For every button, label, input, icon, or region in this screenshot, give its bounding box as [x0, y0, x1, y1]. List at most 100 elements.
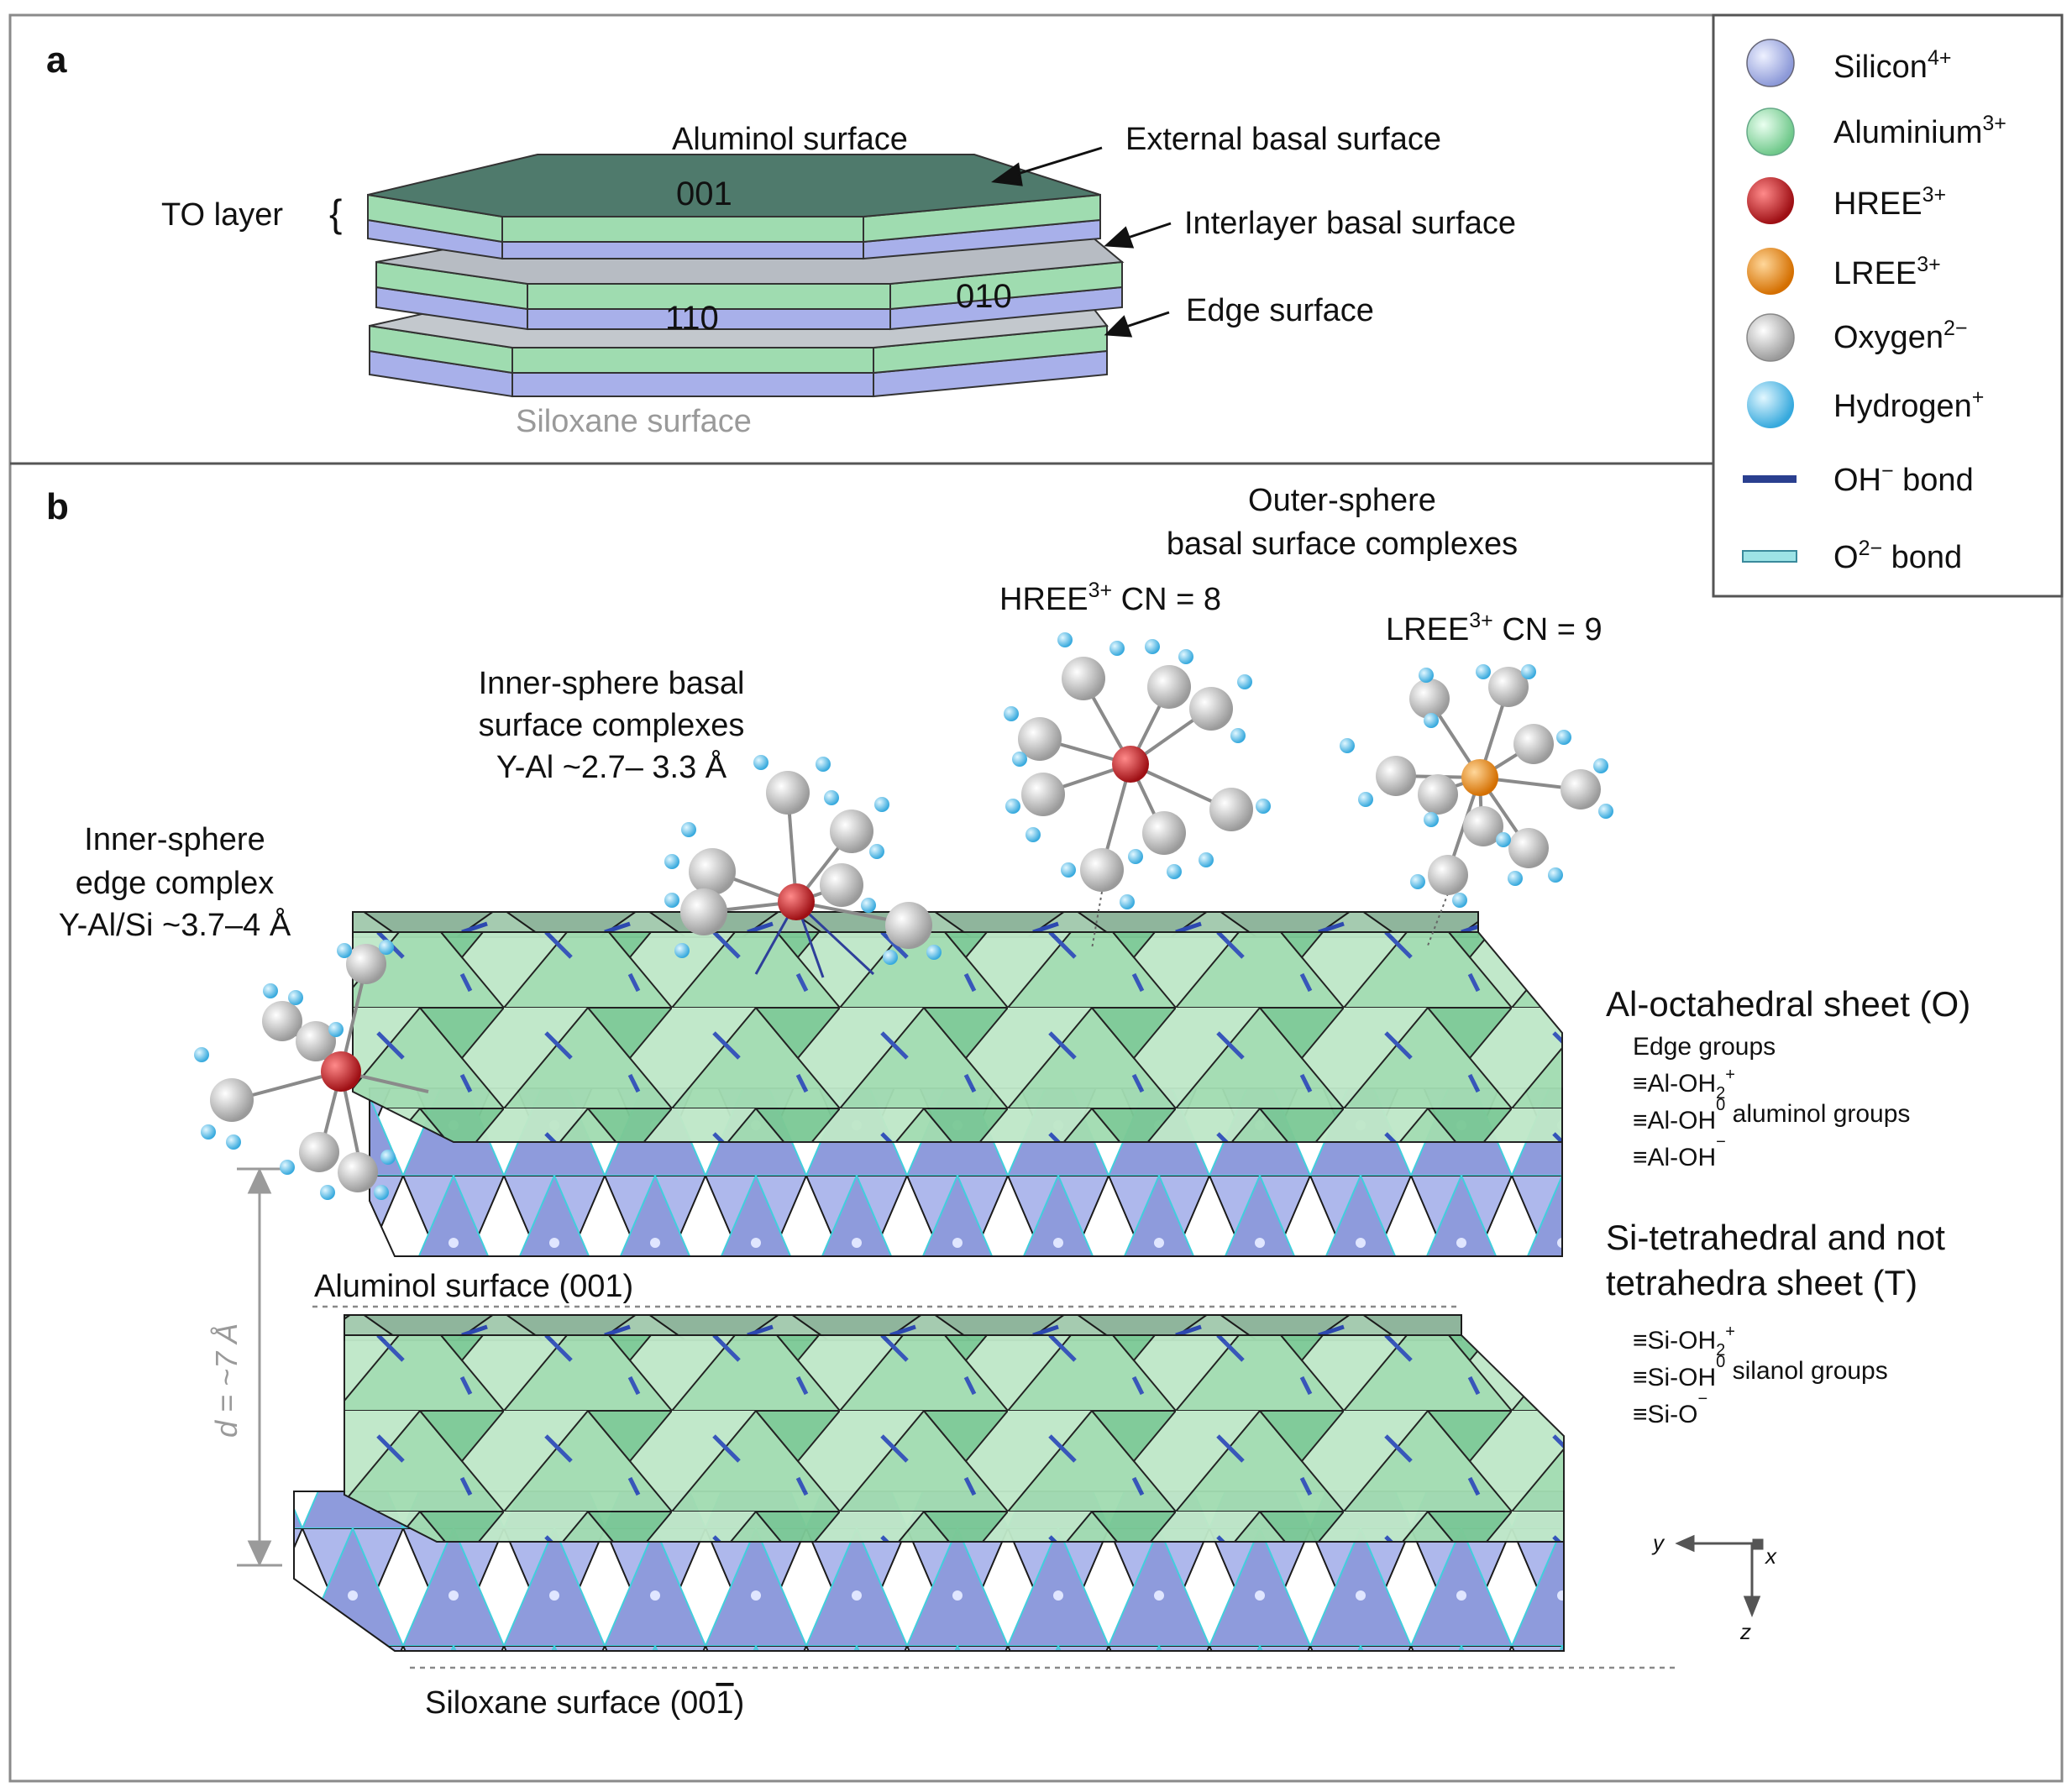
al-group-2: ≡Al-OH0 aluminol groups: [1633, 1096, 1910, 1134]
edge-complex-oxygen-6: [338, 1152, 378, 1192]
y-axis-label: y: [1651, 1530, 1665, 1555]
aluminium-swatch-icon: [1746, 107, 1795, 156]
to-layer-brace: {: [329, 191, 342, 235]
lree-oxygen-1: [1409, 679, 1450, 719]
inner-edge-line2: edge complex: [76, 866, 275, 901]
basal-complex-oxygen-1: [766, 771, 810, 815]
edge-complex-yttrium: [321, 1051, 361, 1092]
interlayer-basal-label: Interlayer basal surface: [1184, 206, 1516, 241]
top-layer-blue-front: [501, 241, 864, 259]
d-spacing-arrowhead-down: [247, 1540, 272, 1567]
svg-text:LREE3+: LREE3+: [1833, 253, 1941, 291]
top-layer-green-front: [501, 216, 864, 243]
lree-oxygen-8: [1508, 828, 1549, 868]
outer-sphere-label-line1: Outer-sphere: [1248, 483, 1436, 518]
legend-item-oh-bond: OH− bond: [1743, 459, 1974, 498]
svg-text:Silicon4+: Silicon4+: [1833, 46, 1951, 85]
hree-oxygen-7: [1209, 788, 1253, 831]
top-layer-basal-face: [367, 154, 1101, 217]
siloxane-surface-label: Siloxane surface: [516, 404, 752, 439]
si-sheet-line1: Si-tetrahedral and not: [1606, 1218, 1945, 1257]
hree-oxygen-6: [1142, 811, 1186, 855]
d-spacing-label: d = ~7 Å: [209, 1323, 244, 1438]
clay-stack-illustration: [367, 154, 1125, 398]
hree-oxygen-4: [1018, 717, 1062, 761]
lree-oxygen-6: [1418, 774, 1458, 815]
interlayer-arrowhead: [1104, 226, 1135, 249]
al-group-1: ≡Al-OH2+: [1633, 1066, 1735, 1103]
basal-complex-oxygen-5: [820, 863, 863, 907]
hree-ion: [1112, 746, 1149, 783]
panel-a-letter: a: [46, 39, 67, 81]
upper-octahedral-sheet: [352, 931, 1563, 1143]
outer-sphere-label-line2: basal surface complexes: [1167, 527, 1518, 562]
si-sheet-line2: tetrahedra sheet (T): [1606, 1263, 1917, 1302]
al-group-3: ≡Al-OH−: [1633, 1133, 1726, 1171]
legend-item-lree: LREE3+: [1747, 248, 1941, 295]
hree-oxygen-5: [1021, 773, 1065, 816]
bottom-layer-green-front: [511, 347, 874, 374]
hree-cn-label: HREE3+ CN = 8: [999, 579, 1221, 617]
lree-cn-label: LREE3+ CN = 9: [1386, 609, 1603, 647]
edge-complex-oxygen-4: [210, 1078, 254, 1122]
legend-item-hydrogen: Hydrogen+: [1747, 381, 1984, 428]
al-sheet-label: Al-octahedral sheet (O): [1606, 984, 1970, 1024]
legend-item-o-bond: O2− bond: [1742, 537, 1962, 575]
panel-a-arrows: [991, 146, 1172, 338]
face-110-label: 110: [665, 300, 719, 337]
y-axis-arrowhead: [1675, 1534, 1695, 1553]
al-group-0: Edge groups: [1633, 1033, 1776, 1061]
to-layer-label: TO layer: [161, 197, 283, 233]
lree-oxygen-3: [1513, 724, 1554, 764]
lower-clay-layer: [293, 1314, 1565, 1652]
inner-edge-line3: Y-Al/Si ~3.7–4 Å: [59, 906, 291, 943]
interlayer-spacing: [237, 1167, 282, 1567]
svg-text:O2− bond: O2− bond: [1833, 537, 1962, 575]
hree-oxygen-2: [1147, 665, 1191, 709]
svg-text:Hydrogen+: Hydrogen+: [1833, 385, 1984, 424]
lower-octahedral-sheet: [344, 1334, 1565, 1543]
oxygen-swatch-icon: [1746, 313, 1795, 362]
inner-basal-line2: surface complexes: [479, 708, 745, 743]
inner-basal-line1: Inner-sphere basal: [479, 666, 745, 701]
oh-bond-swatch-icon: [1743, 475, 1797, 483]
edge-surface-arrowhead: [1104, 315, 1133, 338]
face-010-label: 010: [956, 278, 1012, 315]
si-group-1: ≡Si-OH0 silanol groups: [1633, 1353, 1888, 1391]
basal-inner-complex: [664, 755, 942, 978]
face-001-label: 001: [676, 176, 732, 212]
svg-text:Aluminium3+: Aluminium3+: [1833, 112, 2006, 150]
z-axis-arrowhead: [1743, 1596, 1761, 1618]
external-basal-arrow: [1009, 146, 1103, 178]
hree-oxygen-3: [1189, 687, 1233, 731]
hree-outer-complex: [1004, 632, 1271, 950]
x-axis-label: x: [1764, 1543, 1777, 1569]
basal-complex-oxygen-3: [689, 848, 736, 895]
legend-item-silicon: Silicon4+: [1746, 39, 1951, 87]
basal-complex-oxygen-4: [680, 888, 727, 935]
lree-ion: [1461, 759, 1498, 796]
legend-item-aluminium: Aluminium3+: [1746, 107, 2006, 156]
aluminol-surface-label: Aluminol surface: [672, 122, 908, 157]
svg-text:HREE3+: HREE3+: [1833, 183, 1946, 222]
bottom-layer-front-face: [511, 372, 874, 397]
hree-oxygen-8: [1080, 848, 1124, 892]
edge-complex-oxygen-5: [299, 1132, 339, 1172]
legend-item-hree: HREE3+: [1747, 177, 1946, 224]
lree-oxygen-9: [1428, 855, 1468, 895]
d-spacing-arrowhead-up: [247, 1167, 272, 1194]
edge-surface-arrow: [1123, 311, 1170, 329]
edge-complex-oxygen-1: [346, 944, 386, 984]
edge-complex-oxygen-3: [296, 1021, 336, 1061]
basal-complex-oxygen-6: [885, 902, 932, 949]
upper-clay-layer: [352, 911, 1563, 1257]
external-basal-arrowhead: [991, 162, 1023, 186]
lree-swatch-icon: [1747, 248, 1794, 295]
external-basal-label: External basal surface: [1125, 122, 1441, 157]
edge-complex-oxygen-2: [262, 1001, 302, 1041]
edge-surface-label: Edge surface: [1186, 293, 1374, 328]
siloxane-surface-001-label: Siloxane surface (001): [425, 1685, 744, 1721]
legend: Silicon4+ Aluminium3+ HREE3+ LREE3+ Oxyg…: [1712, 13, 2064, 598]
lree-oxygen-7: [1463, 806, 1503, 846]
lree-oxygen-2: [1488, 667, 1529, 707]
